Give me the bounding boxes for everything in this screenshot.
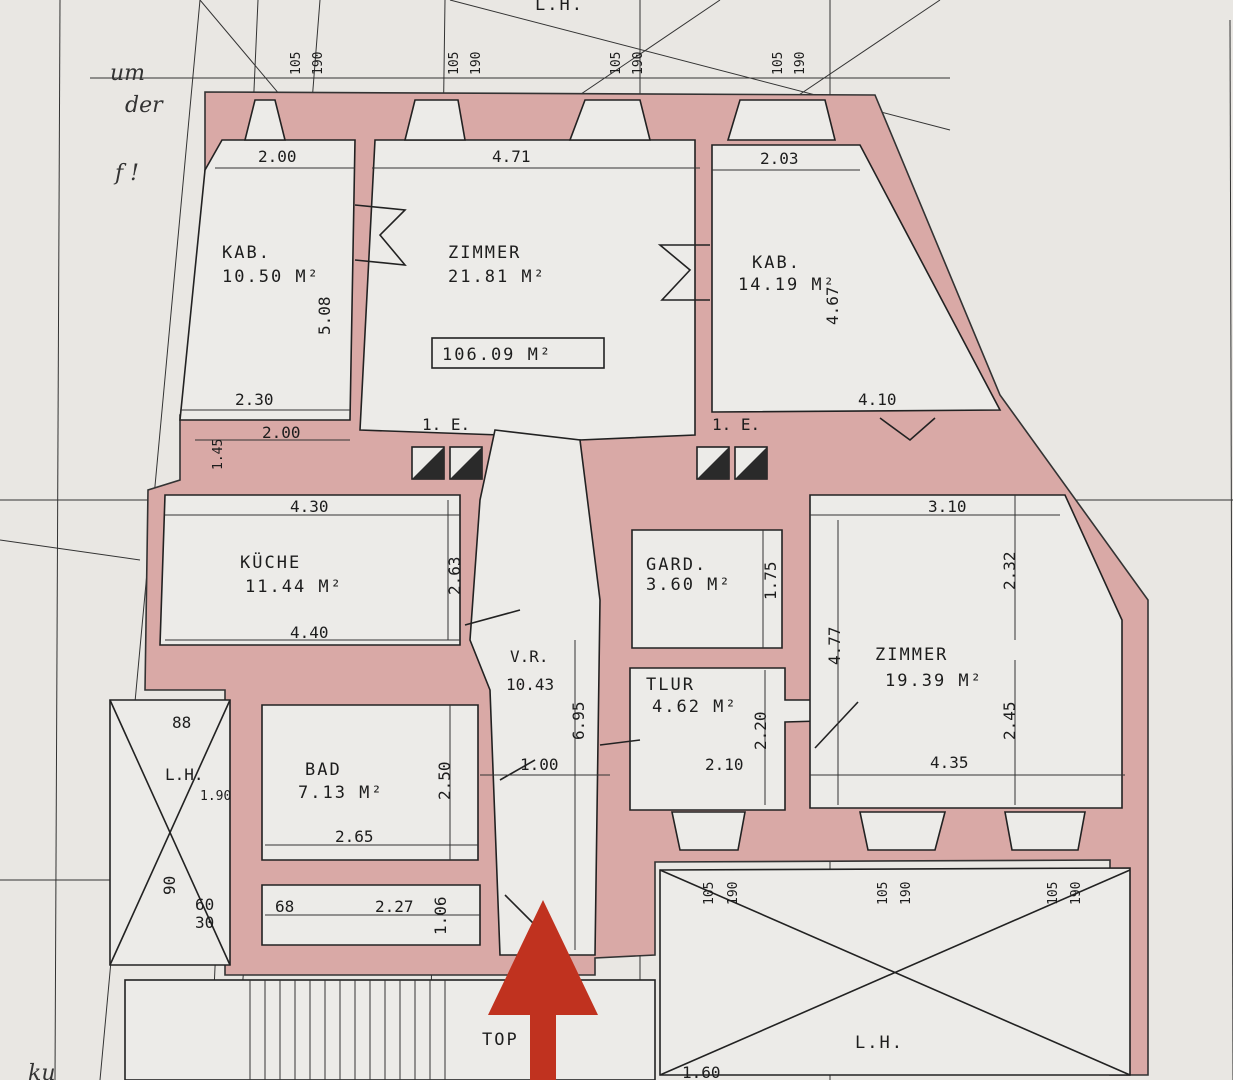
svg-text:105: 105 <box>609 52 624 75</box>
room-name: GARD. <box>646 555 707 575</box>
dimension-labels: 2.00 4.71 2.03 5.08 4.67 2.30 2.00 4.10 … <box>160 147 1019 1080</box>
svg-text:1.60: 1.60 <box>682 1063 721 1080</box>
svg-text:2.20: 2.20 <box>751 711 770 750</box>
window-dimensions: 105 190 105 190 105 190 105 190 105 190 … <box>289 52 1084 905</box>
svg-text:105: 105 <box>771 52 786 75</box>
svg-text:190: 190 <box>1069 882 1084 905</box>
room-area: 3.60 M² <box>646 575 732 595</box>
svg-text:190: 190 <box>899 882 914 905</box>
entrance-arrow <box>488 900 598 1080</box>
room-name: ZIMMER <box>448 243 521 263</box>
handwriting-ku: ku <box>28 1061 56 1080</box>
shaft-hatches <box>411 446 768 480</box>
svg-text:105: 105 <box>447 52 462 75</box>
room-area: 21.81 M² <box>448 267 546 287</box>
total-area: 106.09 M² <box>442 345 552 365</box>
label-top7: TOP 7 <box>482 1030 543 1050</box>
room-area: 10.50 M² <box>222 267 320 287</box>
svg-text:6.95: 6.95 <box>569 701 588 740</box>
svg-text:190: 190 <box>469 52 484 75</box>
room-name: ZIMMER <box>875 645 948 665</box>
svg-text:2.45: 2.45 <box>1000 701 1019 740</box>
room-name: TLUR <box>646 675 695 695</box>
room-vr <box>469 429 601 956</box>
handwriting-um: um <box>110 61 145 86</box>
svg-text:2.63: 2.63 <box>445 556 464 595</box>
svg-text:2.10: 2.10 <box>705 755 744 774</box>
svg-text:105: 105 <box>702 882 717 905</box>
room-name: KAB. <box>222 243 271 263</box>
svg-text:1. E.: 1. E. <box>422 415 470 434</box>
svg-text:2.03: 2.03 <box>760 149 799 168</box>
svg-text:190: 190 <box>793 52 808 75</box>
svg-text:2.00: 2.00 <box>258 147 297 166</box>
room-kueche <box>159 494 461 646</box>
room-name: V.R. <box>510 647 549 666</box>
room-gard <box>631 529 783 649</box>
room-area: 14.19 M² <box>738 275 836 295</box>
cross-marks <box>109 699 1131 1076</box>
top-windows <box>243 99 1086 851</box>
svg-text:4.30: 4.30 <box>290 497 329 516</box>
svg-text:1.06: 1.06 <box>431 896 450 935</box>
handwriting-f: f ! <box>113 161 139 186</box>
svg-text:88: 88 <box>172 713 191 732</box>
svg-text:5.08: 5.08 <box>315 296 334 335</box>
room-name: KAB. <box>752 253 801 273</box>
svg-text:2.30: 2.30 <box>235 390 274 409</box>
dimension-lines <box>165 167 1125 950</box>
svg-text:1.45: 1.45 <box>211 439 226 470</box>
room-area: 19.39 M² <box>885 671 983 691</box>
svg-text:4.40: 4.40 <box>290 623 329 642</box>
svg-text:2.32: 2.32 <box>1000 551 1019 590</box>
svg-text:2.00: 2.00 <box>262 423 301 442</box>
room-zimmer-right <box>809 494 1123 809</box>
svg-text:1. E.: 1. E. <box>712 415 760 434</box>
svg-text:190: 190 <box>726 882 741 905</box>
room-area: 7.13 M² <box>298 783 384 803</box>
room-kab-right <box>711 144 1002 413</box>
svg-text:105: 105 <box>289 52 304 75</box>
svg-text:2.50: 2.50 <box>435 761 454 800</box>
svg-text:190: 190 <box>311 52 326 75</box>
svg-text:4.67: 4.67 <box>823 286 842 325</box>
room-kab-left <box>179 139 356 421</box>
svg-text:4.71: 4.71 <box>492 147 531 166</box>
svg-text:105: 105 <box>876 882 891 905</box>
svg-text:4.35: 4.35 <box>930 753 969 772</box>
svg-text:30: 30 <box>195 913 214 932</box>
handwriting-der: der <box>125 93 164 118</box>
room-area: 11.44 M² <box>245 577 343 597</box>
room-labels: KAB. 10.50 M² ZIMMER 21.81 M² KAB. 14.19… <box>222 243 983 803</box>
svg-text:90: 90 <box>160 876 179 895</box>
room-name: KÜCHE <box>240 551 301 573</box>
svg-text:60: 60 <box>195 895 214 914</box>
room-name: BAD <box>305 760 342 780</box>
svg-text:1.00: 1.00 <box>520 755 559 774</box>
svg-text:4.10: 4.10 <box>858 390 897 409</box>
svg-text:2.27: 2.27 <box>375 897 414 916</box>
label-lh-bottom: L.H. <box>855 1033 904 1053</box>
svg-text:2.65: 2.65 <box>335 827 374 846</box>
svg-text:1.75: 1.75 <box>761 561 780 600</box>
svg-text:4.77: 4.77 <box>825 626 844 665</box>
label-lh-top: L.H. <box>535 0 584 15</box>
room-area: 4.62 M² <box>652 697 738 717</box>
svg-text:1.90: 1.90 <box>200 789 231 804</box>
total-area-box <box>431 337 605 369</box>
label-lh-stair: L.H. <box>165 765 204 784</box>
room-area: 10.43 <box>506 675 554 694</box>
room-bad <box>261 704 479 861</box>
svg-text:105: 105 <box>1046 882 1061 905</box>
svg-text:190: 190 <box>631 52 646 75</box>
svg-text:68: 68 <box>275 897 294 916</box>
svg-text:3.10: 3.10 <box>928 497 967 516</box>
